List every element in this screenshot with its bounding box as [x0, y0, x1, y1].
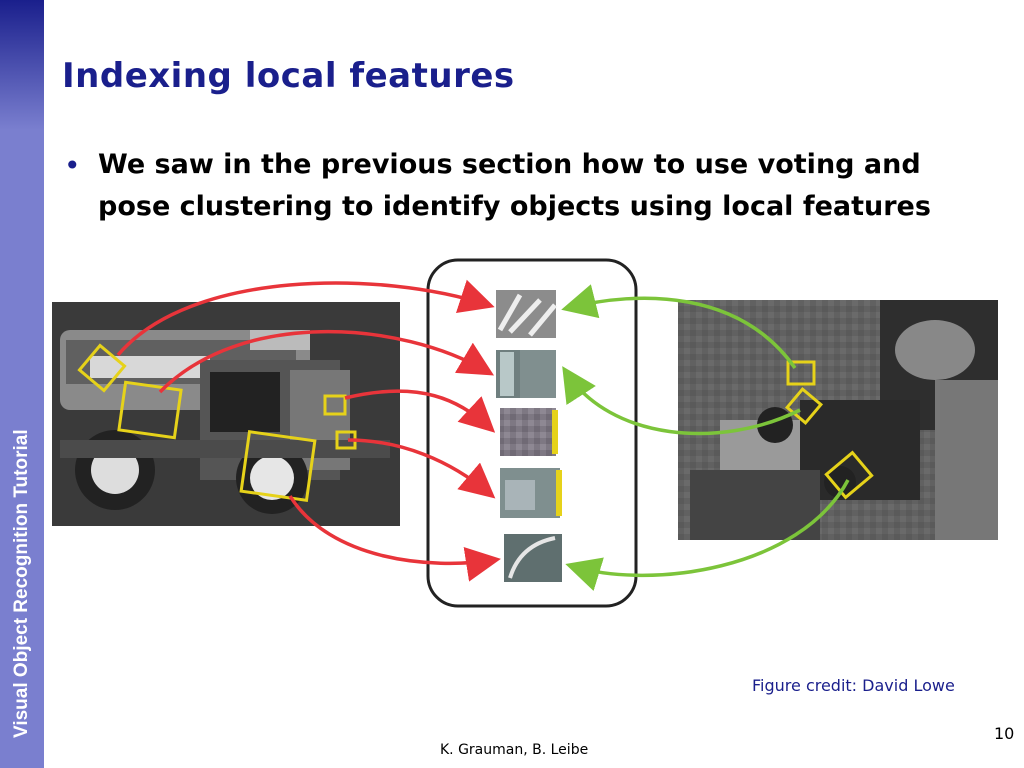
footer-authors: K. Grauman, B. Leibe: [440, 742, 589, 758]
sidebar-gradient: [0, 0, 44, 130]
left-truck-image: [52, 302, 400, 526]
left-match-arrows: [116, 279, 501, 582]
right-scene-image: [678, 300, 998, 540]
page-number: 10: [994, 724, 1015, 743]
feature-patch-5: [504, 534, 562, 582]
feature-patch-2: [496, 350, 556, 398]
feature-patch-1: [496, 290, 557, 338]
feature-patch-3: [500, 408, 558, 456]
slide-title: Indexing local features: [62, 56, 515, 96]
bullet-item: • We saw in the previous section how to …: [64, 144, 994, 228]
bullet-dot-icon: •: [64, 149, 81, 182]
sidebar-bar: [0, 0, 44, 768]
figure-credit: Figure credit: David Lowe: [752, 676, 955, 695]
right-match-arrows: [561, 284, 850, 591]
bullet-text: We saw in the previous section how to us…: [98, 149, 931, 222]
feature-patch-4: [500, 468, 562, 518]
